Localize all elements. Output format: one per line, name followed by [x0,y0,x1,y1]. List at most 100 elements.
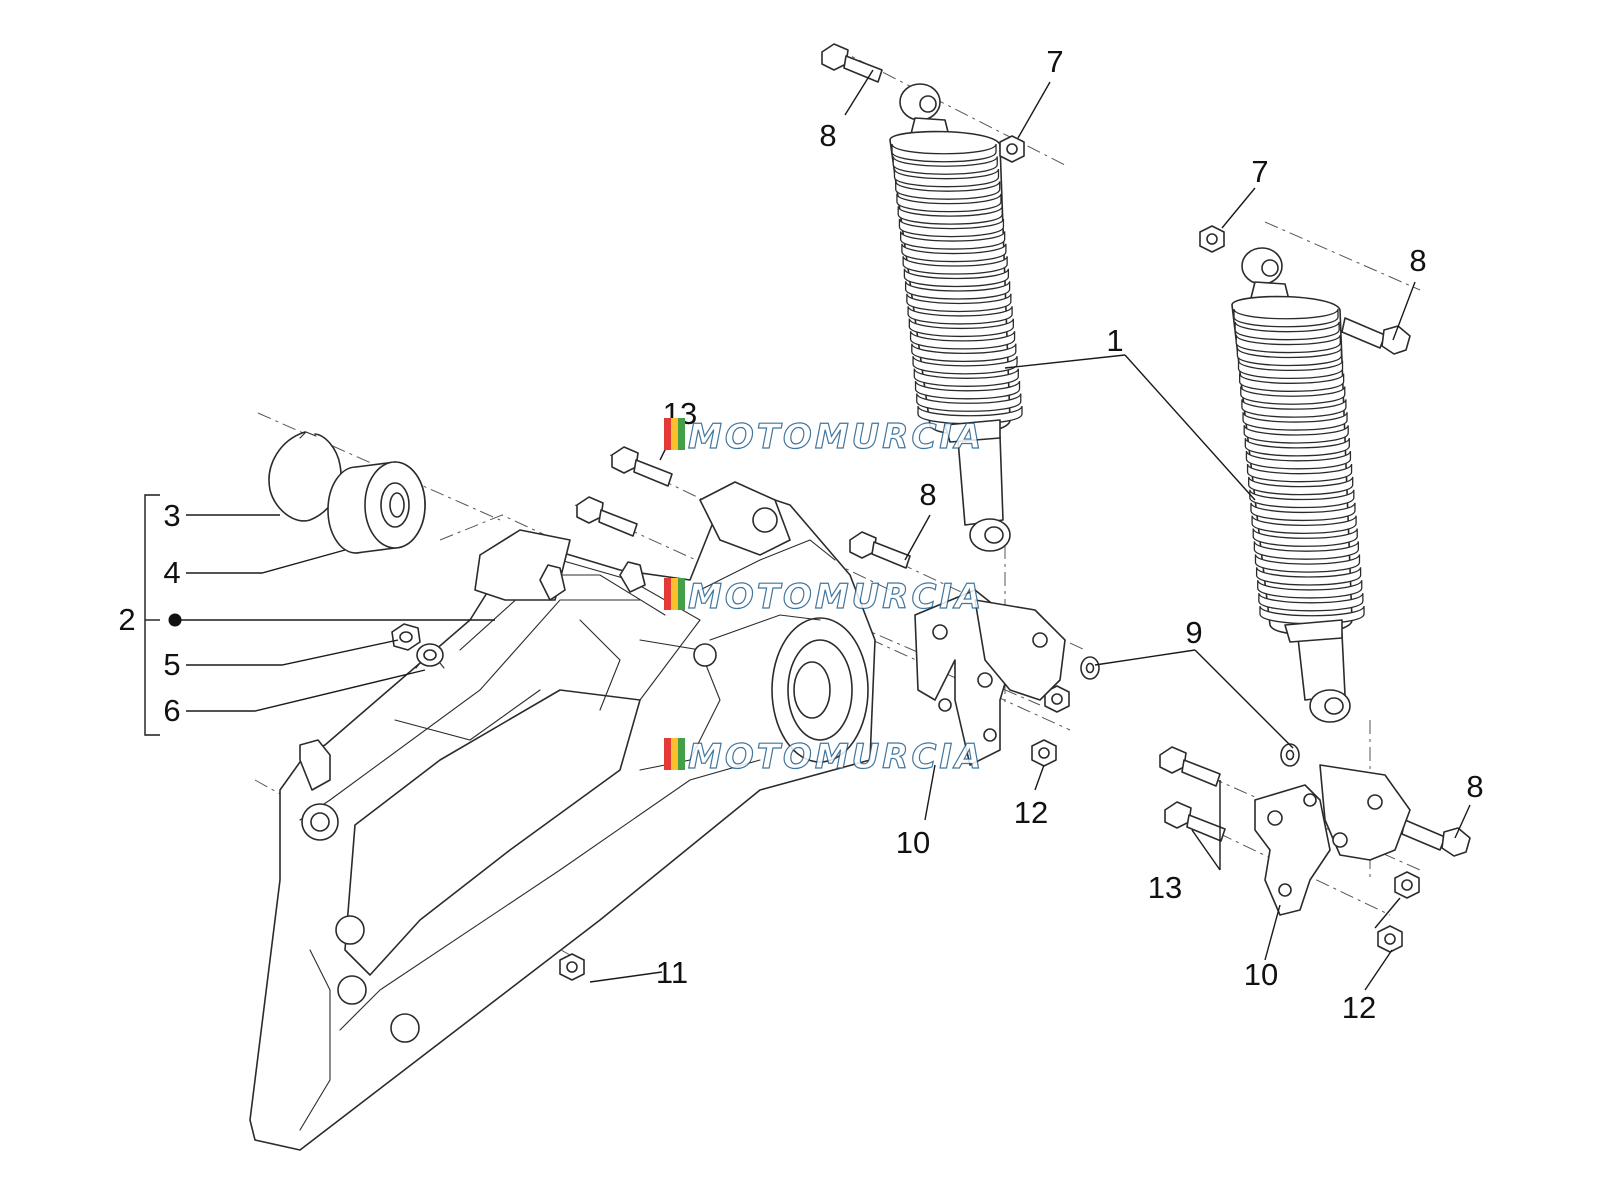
spring-coil [900,231,1006,250]
spring-coil [903,268,1010,288]
nut-12-d [1377,925,1403,953]
spring-coil [1244,437,1350,457]
callout-8-lower: 8 [1466,769,1483,804]
spring-coil [895,181,1001,200]
spring-coil [893,168,1000,188]
callout-5: 5 [163,647,180,682]
callout-12-right: 12 [1342,990,1376,1025]
spring-coil [1253,541,1359,560]
spring-coil [1252,528,1358,547]
spring-coil [1241,399,1347,418]
callout-2: 2 [118,602,135,637]
spring-coil [908,318,1014,338]
spring-coil [1254,554,1361,573]
watermark-bottom: MOTOMURCIA [664,736,984,778]
spring-coil [913,368,1019,387]
shock-bracket-right [1254,764,1411,916]
spring-coil [1251,515,1357,535]
spring-coil [1243,424,1349,444]
spring-coil [907,305,1013,325]
callout-8-right: 8 [1409,243,1426,278]
bolt-right-upper [1341,317,1411,355]
shock-absorber-left [889,83,1023,552]
spring-coil [1257,579,1363,599]
callout-8-top: 8 [819,118,836,153]
watermark-stripe [678,738,685,770]
spring-coil [897,206,1003,225]
hub-nut-part [391,623,421,651]
watermark-stripe [671,418,678,450]
washer-9-b [1280,743,1300,767]
nut-12-a [1044,685,1070,713]
spring-coil [1250,502,1356,522]
spring-coil [1240,386,1346,405]
spring-coil [911,343,1017,363]
spring-coil [909,330,1016,350]
spring-coil [906,293,1012,313]
bolt-top-left [821,43,883,83]
bearing-part [327,461,426,554]
nut-11 [559,953,585,981]
shock-absorber-right [1231,247,1365,723]
nut-7-right [1199,225,1225,253]
nut-7-top [999,135,1025,163]
watermark-stripe [671,578,678,610]
callout-10-right: 10 [1244,957,1278,992]
assembly-dot [168,613,182,627]
spring-coil [1237,360,1344,380]
spring-coil [916,393,1022,412]
callout-10-left: 10 [896,825,930,860]
spring-coil [1255,566,1362,586]
callout-12-left: 12 [1014,795,1048,830]
callout-1: 1 [1106,323,1123,358]
callout-7-top: 7 [1046,44,1063,79]
spring-coil [1239,373,1345,392]
watermark-stripe [678,418,685,450]
nut-12-c [1394,871,1420,899]
washer-9-a [1080,656,1100,680]
lock-washer-part [415,643,445,669]
callout-11: 11 [656,955,688,990]
watermark-stripe [664,578,671,610]
spring-coil [892,156,998,175]
spring-coil [1235,334,1341,354]
circlip-part [268,431,342,522]
callout-9: 9 [1185,615,1202,650]
bolt-mid-right [1401,819,1471,857]
watermark-top: MOTOMURCIA [664,416,984,458]
watermark-text: MOTOMURCIA [688,737,984,777]
watermark-stripe [671,738,678,770]
watermark-stripe [664,738,671,770]
spring-coil [904,280,1011,300]
watermark-text: MOTOMURCIA [688,417,984,457]
spring-coil [917,405,1023,425]
bolt-13-lower-b [1164,801,1226,842]
watermark-stripe [664,418,671,450]
bolt-13-lower-a [1159,746,1221,787]
spring-coil [1258,592,1364,612]
callout-3: 3 [163,498,180,533]
spring-coil [896,193,1002,213]
spring-coil [1259,605,1365,625]
watermark-stripe [678,578,685,610]
callout-13-lower: 13 [1148,870,1182,905]
spring-coil [914,380,1021,400]
callout-4: 4 [163,555,180,590]
watermark-middle: MOTOMURCIA [664,576,984,618]
spring-coil [1249,489,1355,509]
callout-8-mid: 8 [919,477,936,512]
callout-6: 6 [163,693,180,728]
spring-coil [898,218,1005,238]
spring-coil [912,355,1018,375]
spring-coil [891,143,997,163]
callout-labels: 1 2 3 4 5 6 7 7 8 8 8 8 9 10 10 11 12 12… [118,44,1483,1025]
nut-12-b [1031,739,1057,767]
spring-coil [1245,450,1352,470]
spring-coil [1248,476,1354,496]
bolt-13-top [611,446,673,487]
spring-coil [901,243,1007,263]
watermark-text: MOTOMURCIA [688,577,984,617]
shock-bracket-left [914,589,1066,766]
spring-coil [1246,463,1353,483]
